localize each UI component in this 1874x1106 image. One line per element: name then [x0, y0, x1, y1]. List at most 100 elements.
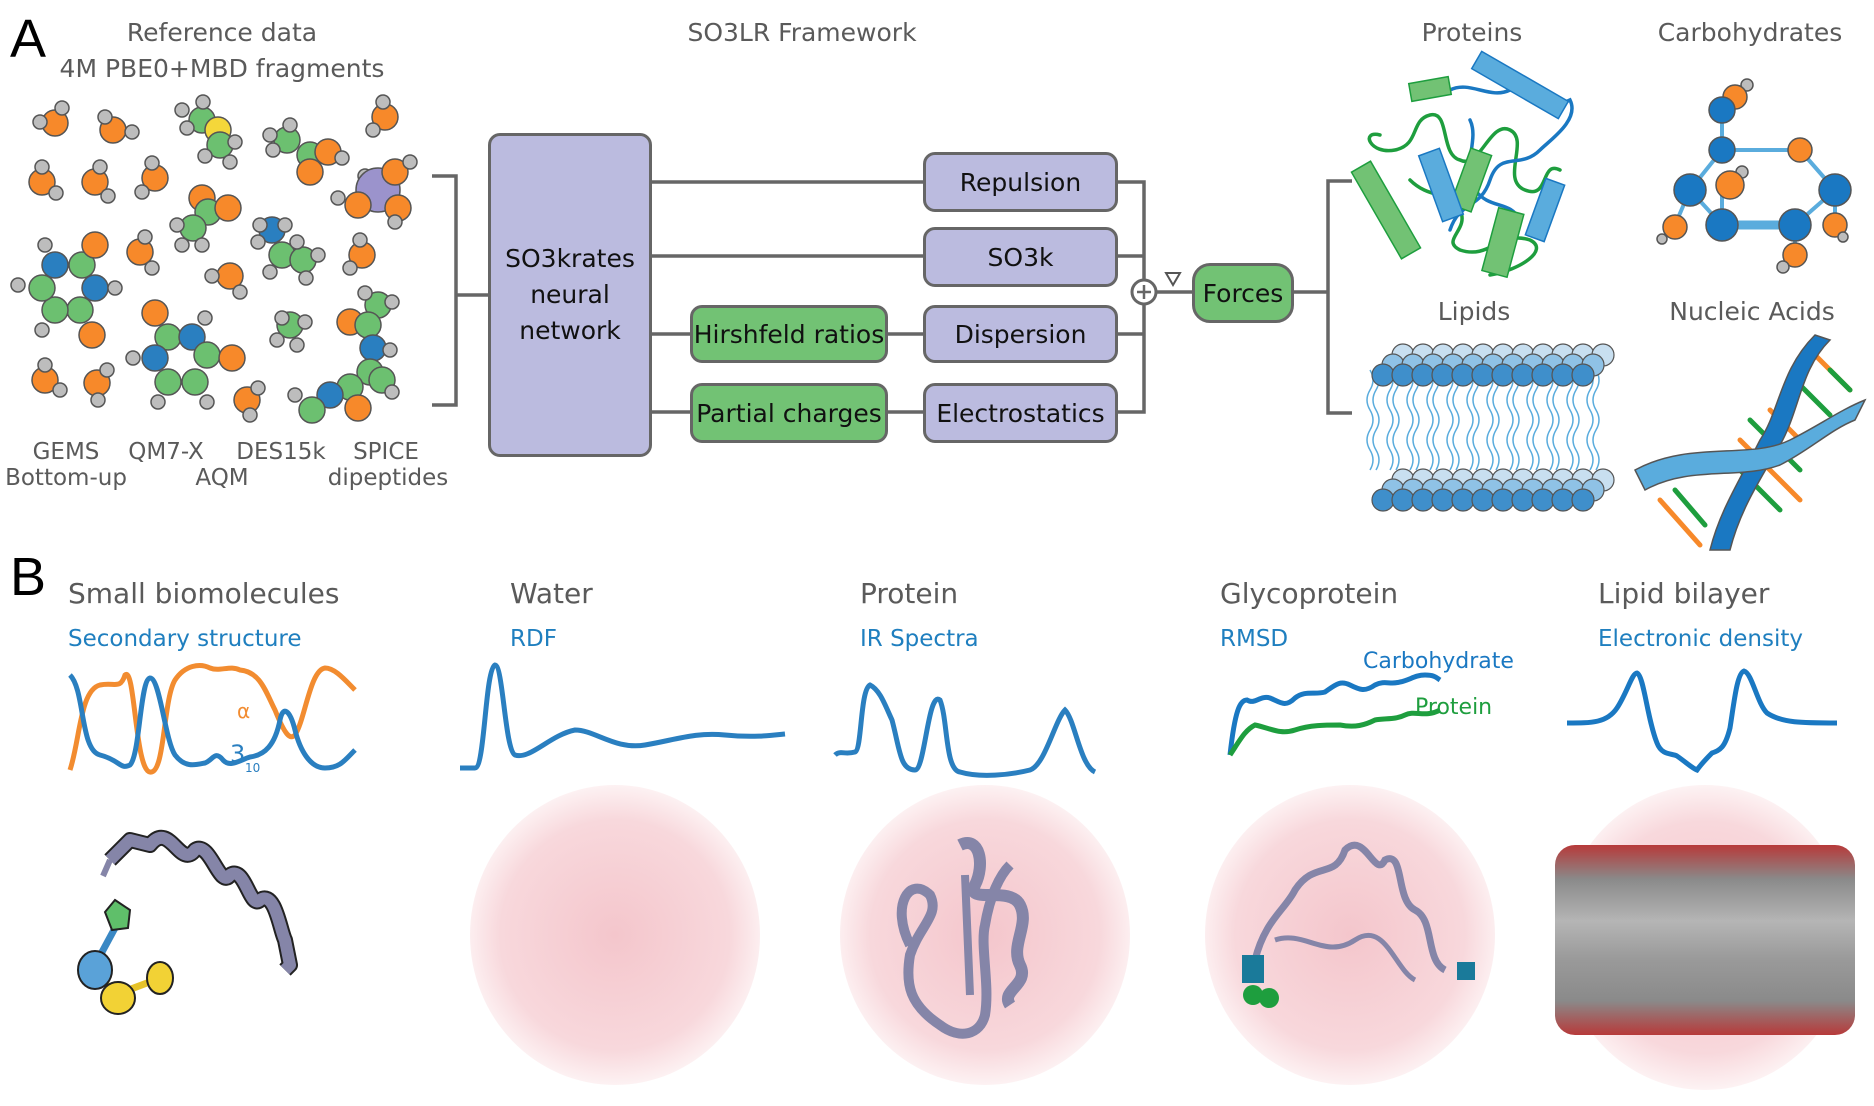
hydrogen-atom — [274, 310, 290, 326]
hydrogen-atom — [34, 322, 50, 338]
hydrogen-atom — [34, 159, 50, 175]
lipid-tail — [1452, 369, 1460, 471]
hydrogen-atom — [277, 217, 293, 233]
observable-ir-spectra: IR Spectra — [860, 626, 979, 652]
observable-secondary-structure: Secondary structure — [68, 626, 302, 652]
hydrogen-atom — [124, 124, 140, 140]
rdf-plot — [460, 662, 786, 771]
lipid-head — [1491, 488, 1515, 512]
application-title-proteins: Proteins — [1421, 18, 1523, 47]
lipid-head — [1531, 488, 1555, 512]
framework-connectors — [432, 174, 1352, 415]
rdf-curve — [460, 662, 786, 771]
system-title-glycoprotein: Glycoprotein — [1220, 577, 1399, 610]
hydrogen-atom — [384, 384, 400, 400]
hydrogen-atom — [10, 277, 26, 293]
oxygen-atom — [141, 299, 169, 327]
hydrogen-atom — [92, 159, 108, 175]
protein-rmsd-curve — [1227, 707, 1442, 757]
dataset-label: QM7-X — [128, 439, 204, 465]
lipid-head — [1431, 363, 1455, 387]
hydrogen-atom — [265, 142, 281, 158]
lipid-tail — [1532, 369, 1540, 471]
hydrogen-atom — [37, 357, 53, 373]
hydrogen-atom — [282, 117, 298, 133]
network-label-line3: network — [519, 316, 621, 346]
lipid-core-render — [1555, 845, 1855, 1035]
lipid-tail — [1446, 369, 1454, 471]
hydrogen-atom — [252, 217, 268, 233]
nitrogen-atom — [41, 251, 69, 279]
lipid-tail — [1466, 369, 1474, 471]
hydrogen-atom — [32, 114, 48, 130]
carbon-atom — [28, 274, 56, 302]
lipid-tail — [1392, 369, 1400, 471]
network-label-line2: neural — [530, 279, 610, 309]
hydrogen-atom — [174, 237, 190, 253]
lipid-tail — [1512, 369, 1520, 471]
lipid-head — [1531, 363, 1555, 387]
hydrogen-atom — [37, 237, 53, 253]
hirshfeld-ratios-box: Hirshfeld ratios — [690, 305, 888, 363]
reference-molecules-illustration — [10, 94, 418, 424]
hydrogen-atom — [242, 407, 258, 423]
hydrogen-atom — [262, 264, 278, 280]
hydrogen-atom — [334, 150, 350, 166]
carbon-atom — [154, 368, 182, 396]
network-label-line1: SO3krates — [505, 243, 635, 273]
lipid-tail — [1546, 369, 1554, 471]
lipid-tail — [1566, 369, 1574, 471]
dataset-label: dipeptides — [327, 465, 449, 491]
hydrogen-atom — [365, 122, 381, 138]
lipid-head — [1451, 488, 1475, 512]
lipid-tail — [1492, 369, 1500, 471]
lipid-head — [1451, 363, 1475, 387]
hydrogen-atom — [382, 342, 398, 358]
hydrogen-atom — [289, 337, 305, 353]
dispersion-box: Dispersion — [923, 305, 1118, 363]
secondary-structure-plot: α 3 10 — [67, 663, 357, 775]
hydrogen-atom — [144, 155, 160, 171]
lipid-head — [1551, 488, 1575, 512]
hydrogen-atom — [150, 394, 166, 410]
hydrogen-atom — [174, 102, 190, 118]
three-ten-label: 3 — [230, 740, 245, 768]
lipid-head — [1371, 363, 1395, 387]
alpha-label: α — [237, 699, 250, 723]
lipid-head — [1471, 488, 1495, 512]
application-title-carbohydrates: Carbohydrates — [1657, 18, 1843, 47]
hydrogen-atom — [197, 148, 213, 164]
oxygen-atom — [296, 158, 324, 186]
hydrogen-atom — [297, 314, 313, 330]
lipid-tail — [1386, 369, 1394, 471]
observable-electronic-density: Electronic density — [1598, 626, 1804, 652]
lipid-tail — [1526, 369, 1534, 471]
hydrogen-atom — [195, 94, 211, 110]
hydrogen-atom — [194, 237, 210, 253]
hydrogen-atom — [97, 109, 113, 125]
lipid-tail — [1472, 369, 1480, 471]
observable-rdf: RDF — [510, 626, 557, 652]
dataset-label: AQM — [195, 465, 249, 491]
oxygen-atom — [344, 394, 372, 422]
hydrogen-atom — [179, 120, 195, 136]
hydrogen-atom — [375, 94, 391, 110]
carbohydrate-molecule-illustration — [1656, 78, 1852, 274]
hydrogen-atom — [137, 229, 153, 245]
oxygen-atom — [81, 231, 109, 259]
protein-cartoon-illustration — [1350, 50, 1574, 279]
rmsd-plot: Carbohydrate Protein — [1227, 649, 1514, 757]
hydrogen-atom — [204, 268, 220, 284]
so3k-box: SO3k — [923, 227, 1118, 287]
nitrogen-atom — [316, 381, 344, 409]
hydrogen-atom — [310, 247, 326, 263]
oxygen-atom — [381, 158, 409, 186]
carbon-atom — [298, 396, 326, 424]
three-ten-subscript: 10 — [245, 761, 260, 775]
oxygen-atom — [214, 194, 242, 222]
glycoprotein-ribbon-render — [1242, 841, 1475, 1008]
partial-charges-box: Partial charges — [690, 383, 888, 443]
green-pentagon — [103, 898, 132, 932]
lipid-tail — [1572, 369, 1580, 471]
hydrogen-atom — [227, 134, 243, 150]
